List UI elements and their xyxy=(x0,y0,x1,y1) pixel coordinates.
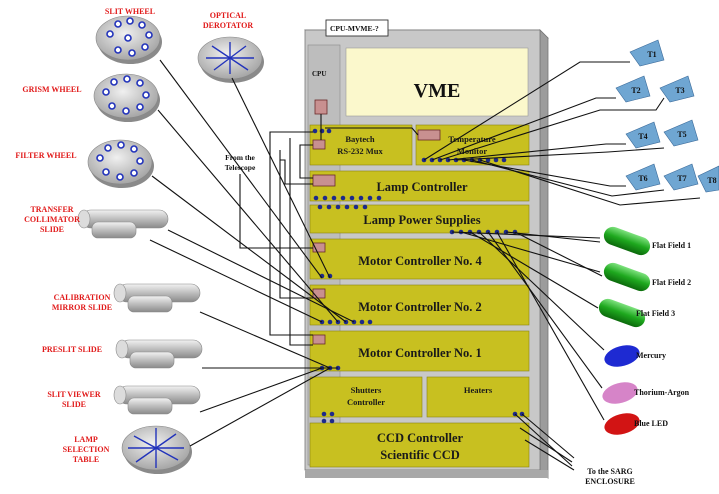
svg-text:Flat Field 3: Flat Field 3 xyxy=(636,309,675,318)
svg-text:RS-232 Mux: RS-232 Mux xyxy=(337,146,383,156)
sensor-wiring xyxy=(423,61,701,206)
grism-wheel-label: GRISM WHEEL xyxy=(22,85,81,94)
enclosure-wiring xyxy=(514,413,575,471)
svg-text:Lamp Controller: Lamp Controller xyxy=(376,180,468,194)
svg-text:T5: T5 xyxy=(677,130,686,139)
module-motor-controller-1: Motor Controller No. 1 xyxy=(309,330,530,372)
sensor-t5: T5 xyxy=(663,119,699,147)
lamp-selection-table: LAMP SELECTION TABLE xyxy=(63,425,192,474)
svg-text:Lamp Power Supplies: Lamp Power Supplies xyxy=(363,213,480,227)
svg-text:Scientific CCD: Scientific CCD xyxy=(380,448,460,462)
svg-text:CCD Controller: CCD Controller xyxy=(377,431,464,445)
lamp-flat-field-2: Flat Field 2 xyxy=(603,262,691,292)
lamp-thorium-argon: Thorium-Argon xyxy=(602,382,690,404)
svg-text:COLLIMATOR: COLLIMATOR xyxy=(24,215,80,224)
svg-text:Motor Controller No. 4: Motor Controller No. 4 xyxy=(358,254,482,268)
sensor-t6: T6 xyxy=(625,163,661,191)
sensor-t7: T7 xyxy=(663,163,699,191)
svg-text:T8: T8 xyxy=(707,176,716,185)
svg-text:Blue LED: Blue LED xyxy=(634,419,668,428)
sensor-t2: T2 xyxy=(615,75,651,103)
filter-wheel: FILTER WHEEL xyxy=(15,139,154,188)
slit-wheel-holes xyxy=(106,17,153,57)
svg-text:DEROTATOR: DEROTATOR xyxy=(203,21,253,30)
port xyxy=(417,129,441,141)
preslit-slide: PRESLIT SLIDE xyxy=(42,339,203,369)
enclosure-label: To the SARG ENCLOSURE xyxy=(585,467,635,486)
port xyxy=(312,174,336,187)
slit-viewer-slide: SLIT VIEWER SLIDE xyxy=(47,385,201,415)
vme-panel: VME xyxy=(345,47,529,117)
calibration-mirror-slide: CALIBRATION MIRROR SLIDE xyxy=(52,283,201,313)
lamp-blue-led: Blue LED xyxy=(604,413,668,435)
svg-text:LAMP: LAMP xyxy=(74,435,98,444)
transfer-collimator-slide: TRANSFER COLLIMATOR SLIDE xyxy=(24,205,169,239)
svg-text:T6: T6 xyxy=(638,174,647,183)
svg-text:Thorium-Argon: Thorium-Argon xyxy=(634,388,690,397)
module-lamp-power-supplies: Lamp Power Supplies xyxy=(309,204,530,234)
svg-text:To the SARG: To the SARG xyxy=(587,467,633,476)
svg-text:From the: From the xyxy=(225,153,255,162)
svg-text:Mercury: Mercury xyxy=(636,351,666,360)
svg-text:SELECTION: SELECTION xyxy=(63,445,110,454)
svg-text:T4: T4 xyxy=(638,132,647,141)
svg-text:Temperature: Temperature xyxy=(448,134,495,144)
svg-text:T1: T1 xyxy=(647,50,656,59)
temperature-sensors: T1 T2 T3 T4 T5 T6 T7 T8 xyxy=(615,39,719,193)
lamp-wiring xyxy=(451,231,605,421)
sensor-t1: T1 xyxy=(629,39,665,67)
svg-text:T3: T3 xyxy=(675,86,684,95)
module-heaters: Heaters xyxy=(426,376,530,418)
cpu-label: CPU xyxy=(312,70,326,78)
svg-text:Motor Controller No. 1: Motor Controller No. 1 xyxy=(358,346,482,360)
slit-wheel-label: SLIT WHEEL xyxy=(105,7,155,16)
internal-wiring xyxy=(269,114,419,346)
module-ccd-controller: CCD Controller Scientific CCD xyxy=(309,422,530,468)
module-ports xyxy=(312,129,441,345)
slit-wheel: SLIT WHEEL xyxy=(95,7,162,64)
preslit-slide-label: PRESLIT SLIDE xyxy=(42,345,102,354)
optical-derotator: OPTICAL DEROTATOR xyxy=(197,11,264,83)
lamp-flat-field-3: Flat Field 3 xyxy=(598,298,675,328)
sensor-t3: T3 xyxy=(659,75,695,103)
port xyxy=(312,139,326,150)
svg-text:T7: T7 xyxy=(677,174,686,183)
svg-text:CALIBRATION: CALIBRATION xyxy=(54,293,111,302)
svg-text:SLIDE: SLIDE xyxy=(62,400,86,409)
module-motor-controller-4: Motor Controller No. 4 xyxy=(309,238,530,280)
port xyxy=(312,288,326,299)
vme-title: VME xyxy=(414,80,461,102)
sensor-t4: T4 xyxy=(625,121,661,149)
svg-text:Controller: Controller xyxy=(347,397,385,407)
svg-text:CPU-MVME-?: CPU-MVME-? xyxy=(330,24,379,33)
svg-text:TRANSFER: TRANSFER xyxy=(30,205,73,214)
svg-text:Flat Field 2: Flat Field 2 xyxy=(652,278,691,287)
svg-text:Flat Field 1: Flat Field 1 xyxy=(652,241,691,250)
svg-text:ENCLOSURE: ENCLOSURE xyxy=(585,477,635,486)
cpu-port xyxy=(314,99,328,115)
svg-text:SLIT VIEWER: SLIT VIEWER xyxy=(47,390,101,399)
module-lamp-controller: Lamp Controller xyxy=(309,170,530,202)
svg-text:OPTICAL: OPTICAL xyxy=(210,11,246,20)
lamp-flat-field-1: Flat Field 1 xyxy=(603,226,691,256)
svg-text:Heaters: Heaters xyxy=(464,385,493,395)
svg-text:Baytech: Baytech xyxy=(345,134,375,144)
grism-wheel: GRISM WHEEL xyxy=(22,73,160,122)
left-wiring xyxy=(149,59,355,447)
svg-text:Shutters: Shutters xyxy=(351,385,382,395)
svg-text:Monitor: Monitor xyxy=(457,146,487,156)
port xyxy=(312,334,326,345)
filter-wheel-label: FILTER WHEEL xyxy=(15,151,76,160)
sensor-t8: T8 xyxy=(697,165,719,193)
cpu-tag: CPU-MVME-? xyxy=(325,19,389,37)
module-shutters-controller: Shutters Controller xyxy=(309,376,423,418)
lamp-mercury: Mercury xyxy=(604,345,666,367)
svg-text:Motor Controller No. 2: Motor Controller No. 2 xyxy=(358,300,482,314)
svg-text:MIRROR SLIDE: MIRROR SLIDE xyxy=(52,303,112,312)
svg-text:T2: T2 xyxy=(631,86,640,95)
svg-text:SLIDE: SLIDE xyxy=(40,225,64,234)
svg-text:TABLE: TABLE xyxy=(73,455,100,464)
